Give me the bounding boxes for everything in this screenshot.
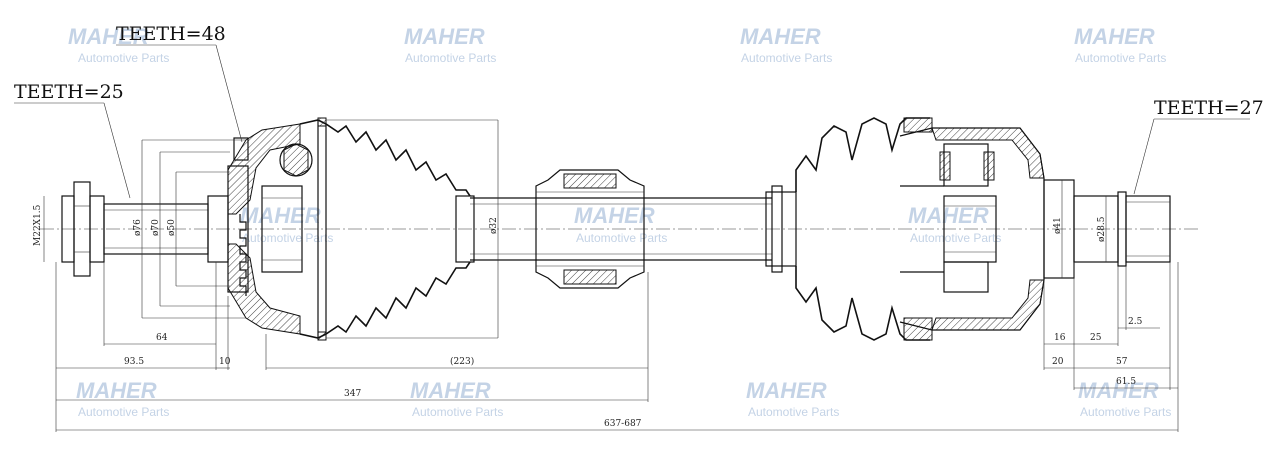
svg-text:MAHER: MAHER (404, 24, 485, 49)
watermark-mid-1: MAHER Automotive Parts (240, 203, 333, 245)
main-shaft (470, 169, 797, 289)
inner-tripod-housing (899, 127, 1045, 331)
svg-text:Automotive Parts: Automotive Parts (405, 51, 496, 65)
watermark-mid-3: MAHER Automotive Parts (908, 203, 1001, 245)
dim-637-687: 637-687 (604, 419, 642, 429)
watermark-bot-1: MAHER Automotive Parts (76, 378, 169, 419)
watermark-mid-2: MAHER Automotive Parts (574, 203, 667, 245)
dia-70: ø70 (151, 219, 161, 236)
watermark-bot-3: MAHER Automotive Parts (746, 378, 839, 419)
svg-text:Automotive Parts: Automotive Parts (748, 405, 839, 419)
dia-32: ø32 (489, 217, 499, 234)
inner-stub-shaft (1043, 179, 1171, 279)
outer-stub-shaft (61, 181, 229, 277)
dim-347: 347 (344, 389, 361, 399)
dim-61-5: 61.5 (1116, 377, 1136, 387)
svg-text:MAHER: MAHER (740, 24, 821, 49)
svg-text:Automotive Parts: Automotive Parts (741, 51, 832, 65)
dim-16: 16 (1054, 333, 1066, 343)
dia-41: ø41 (1053, 217, 1063, 234)
svg-text:TEETH=25: TEETH=25 (14, 81, 124, 103)
dim-93-5: 93.5 (124, 357, 144, 367)
callout-teeth-27: TEETH=27 (1133, 97, 1264, 195)
svg-text:Automotive Parts: Automotive Parts (78, 51, 169, 65)
svg-text:TEETH=48: TEETH=48 (116, 23, 226, 45)
watermark-top-3: MAHER Automotive Parts (740, 24, 832, 65)
watermark-top-2: MAHER Automotive Parts (404, 24, 496, 65)
dim-64: 64 (156, 333, 168, 343)
svg-text:MAHER: MAHER (240, 203, 321, 228)
watermark-bot-4: MAHER Automotive Parts (1078, 378, 1171, 419)
dia-76: ø76 (133, 219, 143, 236)
svg-text:MAHER: MAHER (574, 203, 655, 228)
svg-text:MAHER: MAHER (1078, 378, 1159, 403)
callout-teeth-25: TEETH=25 (14, 81, 131, 199)
outer-cv-joint (227, 123, 313, 335)
svg-text:Automotive Parts: Automotive Parts (242, 231, 333, 245)
svg-text:TEETH=27: TEETH=27 (1154, 97, 1264, 119)
svg-text:Automotive Parts: Automotive Parts (1080, 405, 1171, 419)
dim-2-5: 2.5 (1128, 317, 1143, 327)
watermark-bot-2: MAHER Automotive Parts (410, 378, 503, 419)
watermark-top-1: MAHER Automotive Parts (68, 24, 169, 65)
svg-text:MAHER: MAHER (746, 378, 827, 403)
outer-boot (299, 117, 475, 341)
dim-57: 57 (1116, 357, 1128, 367)
svg-text:MAHER: MAHER (1074, 24, 1155, 49)
inner-boot (795, 117, 933, 341)
svg-text:Automotive Parts: Automotive Parts (910, 231, 1001, 245)
svg-text:MAHER: MAHER (410, 378, 491, 403)
svg-text:Automotive Parts: Automotive Parts (78, 405, 169, 419)
dim-20: 20 (1052, 357, 1064, 367)
svg-text:Automotive Parts: Automotive Parts (576, 231, 667, 245)
dim-223: (223) (450, 356, 474, 367)
watermark-top-4: MAHER Automotive Parts (1074, 24, 1166, 65)
svg-text:MAHER: MAHER (76, 378, 157, 403)
callout-teeth-48: TEETH=48 (116, 23, 243, 143)
dim-10: 10 (219, 357, 231, 367)
dia-thread: M22X1.5 (33, 204, 43, 246)
dia-28-5: ø28.5 (1097, 216, 1107, 242)
svg-text:Automotive Parts: Automotive Parts (412, 405, 503, 419)
dia-50: ø50 (167, 219, 177, 236)
svg-text:MAHER: MAHER (908, 203, 989, 228)
dim-25: 25 (1090, 333, 1102, 343)
svg-text:Automotive Parts: Automotive Parts (1075, 51, 1166, 65)
